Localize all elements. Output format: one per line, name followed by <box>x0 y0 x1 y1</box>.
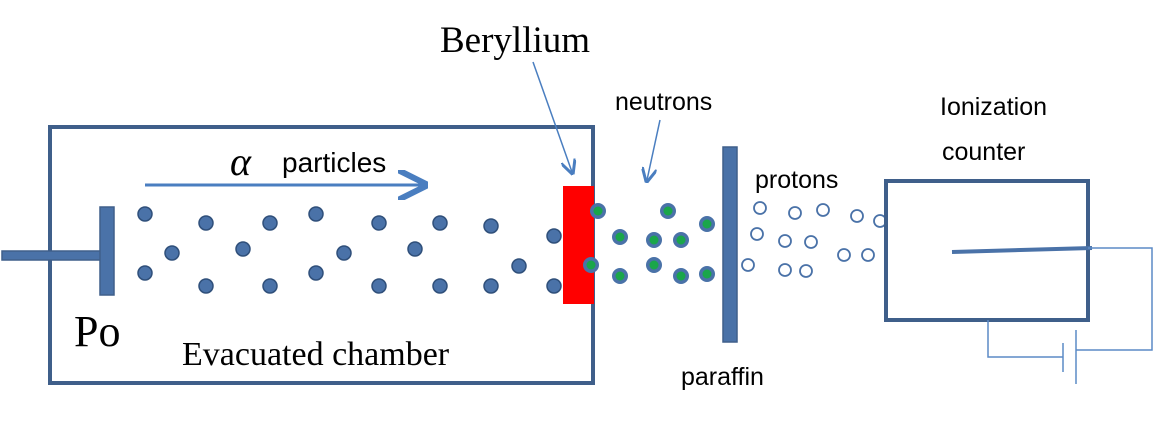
neutron <box>673 232 689 248</box>
alpha-particle <box>235 241 251 257</box>
alpha-particle <box>546 278 562 294</box>
alpha-particle <box>308 265 324 281</box>
protons-label: protons <box>755 166 838 194</box>
neutron <box>612 229 628 245</box>
proton <box>850 209 864 223</box>
proton <box>804 235 818 249</box>
po-source-rod <box>1 250 105 261</box>
proton <box>750 227 764 241</box>
neutron <box>699 266 715 282</box>
alpha-particle <box>371 215 387 231</box>
proton <box>753 201 767 215</box>
beryllium-pointer <box>532 61 572 172</box>
alpha-particle <box>308 206 324 222</box>
neutron <box>590 203 606 219</box>
alpha-particle <box>432 215 448 231</box>
po-source-plate <box>99 206 115 296</box>
alpha-particle <box>336 245 352 261</box>
counter-electrode <box>951 246 1093 254</box>
neutron <box>646 232 662 248</box>
circuit-wires <box>987 247 1153 384</box>
protons <box>741 201 887 278</box>
ionization-label: Ionization <box>940 93 1047 121</box>
alpha-particle <box>511 258 527 274</box>
counter-label: counter <box>942 138 1025 166</box>
proton <box>778 263 792 277</box>
paraffin-label: paraffin <box>681 363 764 391</box>
neutron <box>612 268 628 284</box>
beryllium-label: Beryllium <box>440 20 590 61</box>
proton <box>778 234 792 248</box>
neutrons <box>583 203 715 284</box>
proton <box>816 203 830 217</box>
alpha-particle <box>407 241 423 257</box>
neutron <box>646 257 662 273</box>
alpha-particles-label: particles <box>282 147 386 178</box>
alpha-particle <box>198 278 214 294</box>
alpha-particle <box>262 278 278 294</box>
proton <box>741 258 755 272</box>
alpha-particle <box>483 218 499 234</box>
ionization-counter-box <box>884 179 1090 322</box>
proton <box>799 264 813 278</box>
neutron <box>660 203 676 219</box>
alpha-particle <box>137 265 153 281</box>
alpha-particle <box>432 278 448 294</box>
neutron <box>673 268 689 284</box>
alpha-particle <box>164 245 180 261</box>
neutrons-pointer <box>647 119 661 180</box>
beryllium-block <box>563 186 594 304</box>
paraffin-slab <box>722 146 738 343</box>
neutron <box>583 257 599 273</box>
proton <box>788 206 802 220</box>
alpha-particle <box>483 278 499 294</box>
alpha-symbol: α <box>230 139 252 184</box>
po-label: Po <box>74 307 120 356</box>
neutron <box>699 216 715 232</box>
alpha-particle <box>546 228 562 244</box>
alpha-particle <box>198 215 214 231</box>
proton <box>861 248 875 262</box>
alpha-particles <box>137 206 562 294</box>
alpha-particle <box>262 215 278 231</box>
alpha-particle <box>371 278 387 294</box>
neutrons-label: neutrons <box>615 88 712 116</box>
evacuated-chamber-label: Evacuated chamber <box>182 336 450 373</box>
alpha-particle <box>137 206 153 222</box>
proton <box>837 248 851 262</box>
